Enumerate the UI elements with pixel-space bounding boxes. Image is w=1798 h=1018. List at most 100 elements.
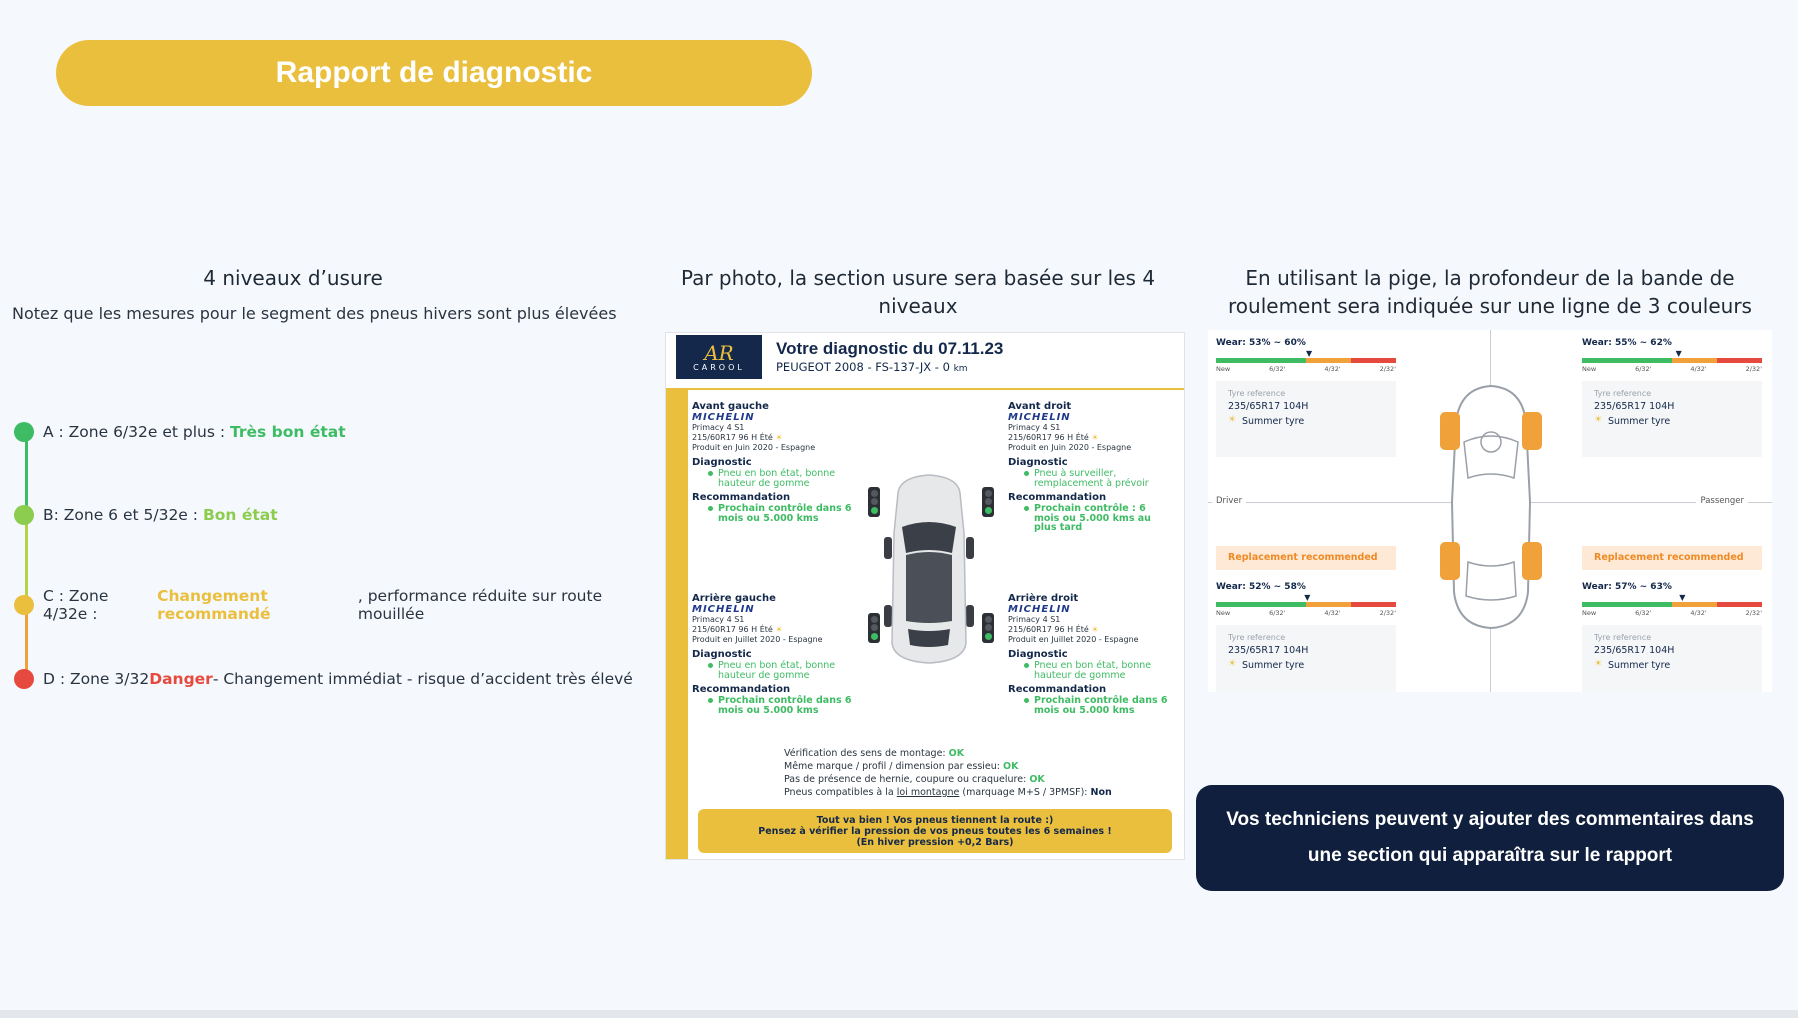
tire-size-text: 215/60R17 96 H Été xyxy=(692,433,773,442)
tick-label: 6/32' xyxy=(1269,609,1286,617)
tire-model: Primacy 4 S1 xyxy=(1008,423,1061,432)
summary-line: (En hiver pression +0,2 Bars) xyxy=(856,836,1014,848)
tick-label: New xyxy=(1216,609,1231,617)
tyre-reference-label: Tyre reference xyxy=(1594,389,1652,398)
wear-levels-legend: A : Zone 6/32e et plus : Très bon état B… xyxy=(14,420,634,690)
check-item: Pas de présence de hernie, coupure ou cr… xyxy=(784,773,1112,786)
loi-montagne-link[interactable]: loi montagne xyxy=(896,787,960,798)
wear-marker-icon: ▼ xyxy=(1306,349,1313,358)
wear-marker-icon: ▼ xyxy=(1679,593,1686,602)
level-suffix: , performance réduite sur route mouillée xyxy=(357,587,603,623)
tick-label: New xyxy=(1216,365,1231,373)
level-row-d: D : Zone 3/32 Danger - Changement immédi… xyxy=(14,669,633,689)
check-label: (marquage M+S / 3PMSF): xyxy=(959,787,1091,798)
summer-tyre-label: Summer tyre xyxy=(1594,415,1750,427)
tyre-reference-value: 235/65R17 104H xyxy=(1594,645,1675,656)
tick-label: 4/32' xyxy=(1690,609,1707,617)
bottom-band xyxy=(0,1010,1798,1018)
tire-position: Arrière droit xyxy=(1008,593,1079,604)
traffic-light-icon xyxy=(982,487,994,517)
tyre-reference-value: 235/65R17 104H xyxy=(1228,645,1309,656)
header-divider xyxy=(666,388,1184,390)
tyre-reference-label: Tyre reference xyxy=(1594,633,1652,642)
tire-size: 215/60R17 96 H Été ☀ xyxy=(1008,625,1168,635)
tire-production: Produit en Juillet 2020 - Espagne xyxy=(1008,635,1139,644)
summary-banner: Tout va bien ! Vos pneus tiennent la rou… xyxy=(698,809,1172,853)
tick-label: 2/32' xyxy=(1379,609,1396,617)
check-value: OK xyxy=(1003,761,1019,772)
recommendation-label: Recommandation xyxy=(1008,492,1107,503)
check-label: Même marque / profil / dimension par ess… xyxy=(784,761,1003,772)
sun-icon: ☀ xyxy=(775,625,783,634)
level-prefix: B: Zone 6 et 5/32e : xyxy=(43,506,198,524)
tick-label: 2/32' xyxy=(1745,365,1762,373)
car-outline-icon xyxy=(1440,384,1542,630)
legend-line-b xyxy=(25,515,28,597)
level-highlight: Bon état xyxy=(202,506,278,524)
tire-rear-left: Arrière gauche MICHELIN Primacy 4 S1 215… xyxy=(692,593,852,715)
level-prefix: D : Zone 3/32 xyxy=(43,670,150,688)
tire-position: Avant gauche xyxy=(692,401,769,412)
tire-production: Produit en Juin 2020 - Espagne xyxy=(692,443,816,452)
level-row-c: C : Zone 4/32e : Changement recommandé, … xyxy=(14,587,634,623)
tick-label: 6/32' xyxy=(1635,609,1652,617)
sun-icon: ☀ xyxy=(1091,433,1099,442)
tick-label: New xyxy=(1582,609,1597,617)
check-item: Même marque / profil / dimension par ess… xyxy=(784,760,1112,773)
tire-production: Produit en Juillet 2020 - Espagne xyxy=(692,635,823,644)
tyre-reference-label: Tyre reference xyxy=(1228,389,1286,398)
middle-heading: Par photo, la section usure sera basée s… xyxy=(680,266,1156,318)
tire-model: Primacy 4 S1 xyxy=(692,615,745,624)
level-highlight: Changement recommandé xyxy=(157,587,271,623)
tire-production: Produit en Juin 2020 - Espagne xyxy=(1008,443,1132,452)
traffic-light-icon xyxy=(868,613,880,643)
recommendation-label: Recommandation xyxy=(692,684,791,695)
car-top-view-icon xyxy=(884,474,974,664)
diagnostic-text: Pneu en bon état, bonne hauteur de gomme xyxy=(692,661,852,680)
michelin-logo: MICHELIN xyxy=(1008,412,1071,423)
tick-label: 4/32' xyxy=(1324,365,1341,373)
check-item: Pneus compatibles à la loi montagne (mar… xyxy=(784,786,1112,799)
recommendation-label: Recommandation xyxy=(692,492,791,503)
diagnostic-text: Pneu à surveiller, remplacement à prévoi… xyxy=(1008,469,1168,488)
tyre-reference-box: Tyre reference 235/65R17 104H Summer tyr… xyxy=(1216,625,1396,692)
wear-bar: ▼ xyxy=(1582,593,1762,607)
wear-marker-icon: ▼ xyxy=(1675,349,1682,358)
tire-size-text: 215/60R17 96 H Été xyxy=(692,625,773,634)
check-label: Pneus compatibles à la xyxy=(784,787,897,798)
summer-tyre-label: Summer tyre xyxy=(1228,415,1384,427)
summary-line: Pensez à vérifier la pression de vos pne… xyxy=(758,825,1112,837)
vehicle-info-text: PEUGEOT 2008 - FS-137-JX - 0 xyxy=(776,360,950,374)
tire-position: Avant droit xyxy=(1008,401,1072,412)
level-suffix: - Changement immédiat - risque d’acciden… xyxy=(212,670,633,688)
sun-icon: ☀ xyxy=(1091,625,1099,634)
check-label: Vérification des sens de montage: xyxy=(784,748,949,759)
summary-line: Tout va bien ! Vos pneus tiennent la rou… xyxy=(816,814,1054,826)
report-sidebar xyxy=(666,389,688,859)
tire-size: 215/60R17 96 H Été ☀ xyxy=(1008,433,1168,443)
check-value: OK xyxy=(948,748,965,759)
wear-range: Wear: 57% ~ 63% xyxy=(1582,582,1672,592)
summer-tyre-label: Summer tyre xyxy=(1228,659,1384,671)
level-highlight: Très bon état xyxy=(230,423,346,441)
wear-marker-icon: ▼ xyxy=(1304,593,1311,602)
recommendation-text: Prochain contrôle dans 6 mois ou 5.000 k… xyxy=(692,504,852,523)
wear-bar: ▼ xyxy=(1216,593,1396,607)
check-list: Vérification des sens de montage: OK Mêm… xyxy=(784,747,1112,799)
diagnostic-label: Diagnostic xyxy=(692,649,752,660)
vehicle-info: PEUGEOT 2008 - FS-137-JX - 0 km xyxy=(776,360,968,374)
level-prefix: A : Zone 6/32e et plus : xyxy=(43,423,226,441)
michelin-logo: MICHELIN xyxy=(692,604,755,615)
tire-size: 215/60R17 96 H Été ☀ xyxy=(692,625,852,635)
carool-logo: AR CAROOL xyxy=(676,335,762,379)
wear-range: Wear: 53% ~ 60% xyxy=(1216,338,1306,348)
diagnostic-label: Diagnostic xyxy=(1008,649,1068,660)
tire-front-right: Avant droit MICHELIN Primacy 4 S1 215/60… xyxy=(1008,401,1168,533)
